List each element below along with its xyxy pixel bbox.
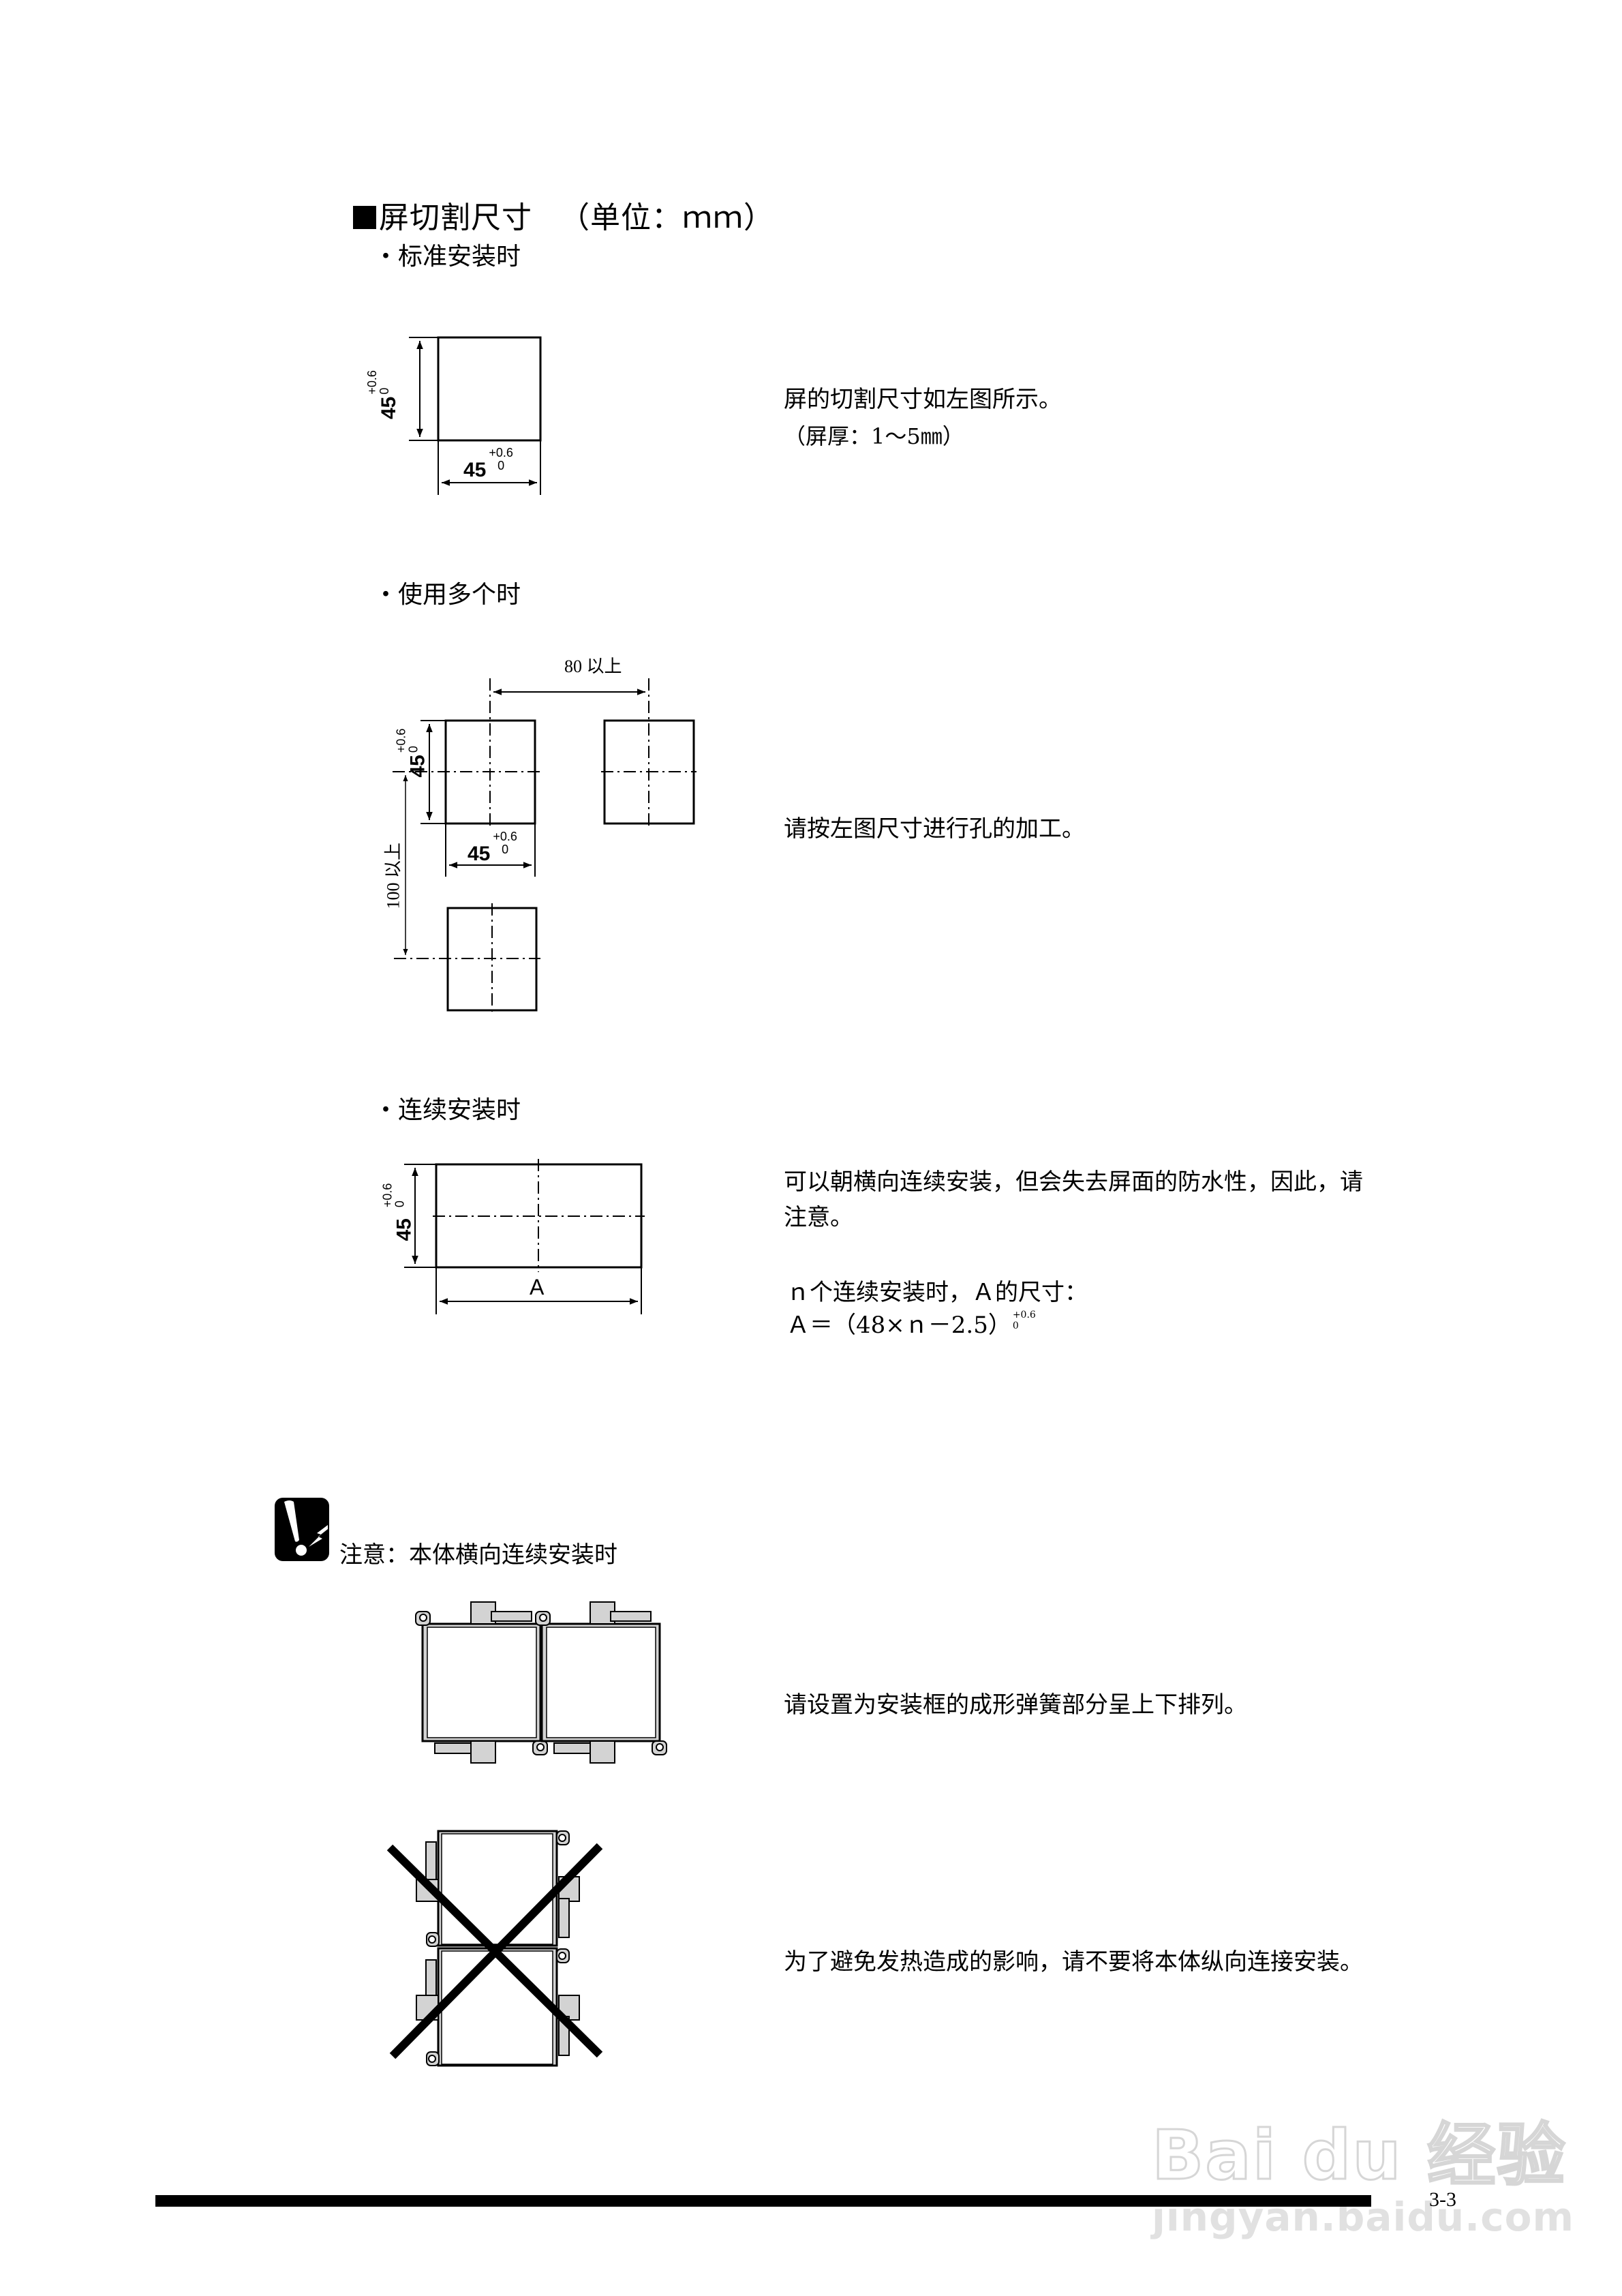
caution-title: 注意：本体横向连续安装时 [339, 1541, 617, 1569]
description-continuous-line3: ｎ个连续安装时，Ａ的尺寸： [786, 1279, 1088, 1306]
description-continuous-line1: 可以朝横向连续安装，但会失去屏面的防水性，因此，请 [784, 1168, 1363, 1196]
heading-title: 屏切割尺寸 [379, 200, 532, 235]
caution-exclamation-icon [275, 1498, 329, 1561]
page-number: 3-3 [1429, 2188, 1456, 2211]
heading-unit: （单位：ｍｍ） [560, 200, 774, 235]
horizontal-mounting-figure [415, 1601, 667, 1764]
description-standard-line1: 屏的切割尺寸如左图所示。 [784, 386, 1062, 413]
width-A-label: A [530, 1275, 545, 1299]
subsection-label-multiple: ・使用多个时 [373, 581, 521, 609]
footer-rule [155, 2195, 1371, 2207]
subsection-label-standard: ・标准安装时 [373, 243, 521, 271]
caution-text-horizontal: 请设置为安装框的成形弹簧部分呈上下排列。 [784, 1691, 1247, 1719]
vertical-mounting-prohibited-figure [386, 1830, 603, 2067]
description-standard-line2: （屏厚：1～5㎜） [784, 423, 964, 449]
section-heading: 屏切割尺寸 （单位：ｍｍ） [353, 202, 774, 235]
caution-text-vertical: 为了避免发热造成的影响，请不要将本体纵向连接安装。 [784, 1948, 1363, 1976]
bullet-square-icon [353, 206, 376, 229]
horizontal-spacing-label: 80 以上 [564, 656, 622, 676]
description-multiple: 请按左图尺寸进行孔的加工。 [784, 815, 1085, 843]
description-continuous-line2: 注意。 [784, 1204, 853, 1231]
subsection-label-continuous: ・连续安装时 [373, 1096, 521, 1124]
